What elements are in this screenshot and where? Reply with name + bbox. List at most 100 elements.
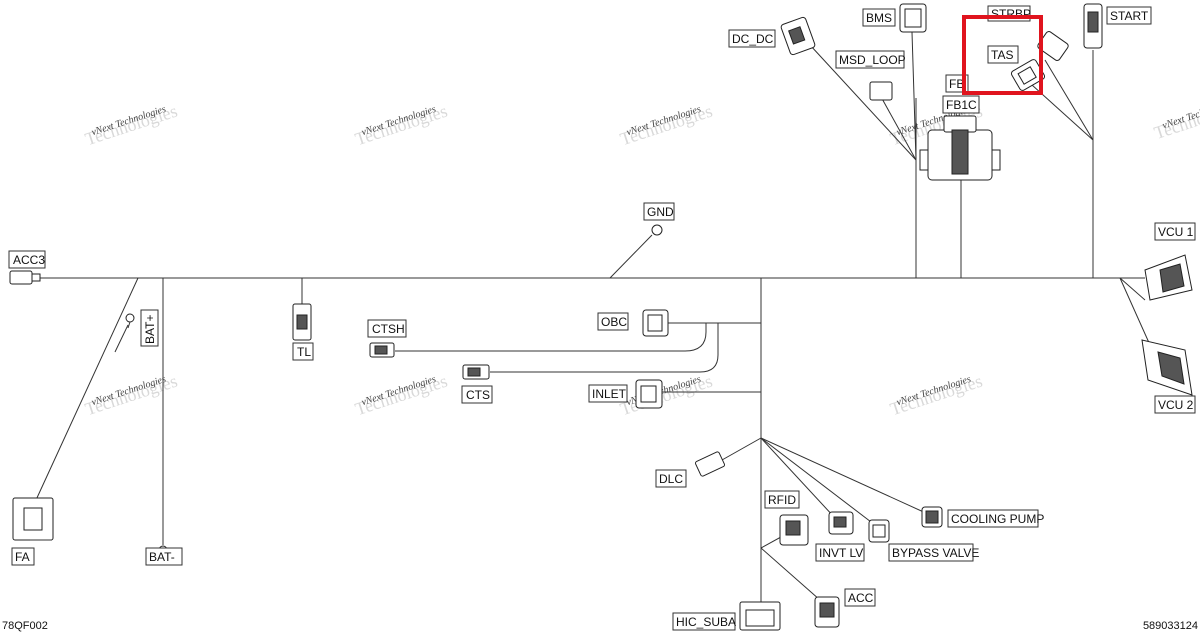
connectors bbox=[9, 3, 1193, 631]
watermark: Technologies vNext Technologies bbox=[83, 371, 180, 420]
label-dc-dc-text: DC_DC bbox=[732, 32, 774, 46]
label-bat-plus: BAT+ bbox=[140, 309, 159, 347]
label-tas-text: TAS bbox=[991, 48, 1013, 62]
watermark: Technologies vNext Technologies bbox=[1152, 94, 1200, 143]
label-fb1c-text: FB1C bbox=[946, 98, 977, 112]
label-acc: ACC bbox=[844, 588, 876, 607]
vcu1-connector-icon bbox=[1144, 254, 1193, 301]
label-bat-plus-text: BAT+ bbox=[143, 315, 157, 344]
label-obc-text: OBC bbox=[601, 315, 627, 329]
bypass-valve-connector-icon bbox=[868, 519, 890, 543]
fb1c-connector-icon bbox=[919, 115, 1001, 181]
highlight-box bbox=[962, 15, 1043, 95]
label-tl-text: TL bbox=[297, 345, 311, 359]
label-dc-dc: DC_DC bbox=[728, 29, 776, 48]
dlc-connector-icon bbox=[694, 451, 726, 477]
watermark-group: Technologies vNext Technologies Technolo… bbox=[83, 94, 1200, 419]
label-bms-text: BMS bbox=[866, 11, 892, 25]
wire-harness bbox=[10, 31, 1151, 605]
msd-loop-wire bbox=[879, 94, 917, 161]
label-rfid-text: RFID bbox=[768, 493, 796, 507]
hic-suba-connector-icon bbox=[739, 601, 781, 631]
label-ctsh-text: CTSH bbox=[372, 322, 405, 336]
bms-wire bbox=[911, 31, 917, 161]
invt-lv-connector-icon bbox=[828, 511, 854, 535]
label-start-text: START bbox=[1110, 9, 1149, 23]
invt-lv-wire bbox=[760, 437, 836, 519]
dc-dc-wire bbox=[809, 44, 917, 161]
tas-connector-icon bbox=[1010, 59, 1046, 91]
cts-connector-icon bbox=[462, 364, 490, 380]
strbp-wire bbox=[1044, 59, 1094, 141]
cooling-pump-wire bbox=[760, 437, 929, 515]
label-bat-minus-text: BAT- bbox=[149, 550, 175, 564]
watermark: Technologies vNext Technologies bbox=[618, 101, 715, 150]
label-vcu1-text: VCU 1 bbox=[1158, 225, 1194, 239]
obc-connector-icon bbox=[642, 309, 669, 337]
gnd-wire bbox=[609, 234, 653, 279]
dlc-wire bbox=[721, 437, 762, 461]
label-cooling-pump: COOLING PUMP bbox=[947, 509, 1044, 528]
acc-wire bbox=[760, 547, 821, 601]
fa-connector-icon bbox=[12, 497, 54, 541]
label-inlet-text: INLET bbox=[592, 387, 627, 401]
label-cts: CTS bbox=[461, 385, 493, 404]
watermark: Technologies vNext Technologies bbox=[83, 101, 180, 150]
diagram-code-left: 78QF002 bbox=[2, 620, 48, 632]
bypass-valve-wire bbox=[760, 437, 876, 526]
bms-connector-icon bbox=[899, 3, 927, 33]
label-dlc: DLC bbox=[655, 469, 687, 488]
watermark: Technologies vNext Technologies bbox=[618, 371, 715, 420]
watermark: Technologies vNext Technologies bbox=[353, 101, 450, 150]
msd-loop-connector-icon bbox=[869, 81, 893, 101]
label-hic-suba: HIC_SUBA bbox=[672, 612, 736, 631]
ctsh-wire bbox=[395, 323, 707, 352]
label-rfid: RFID bbox=[764, 490, 800, 509]
label-cts-text: CTS bbox=[466, 388, 490, 402]
label-fb-text: FB bbox=[949, 77, 964, 91]
label-fa-text: FA bbox=[15, 550, 30, 564]
watermark: Technologies vNext Technologies bbox=[888, 371, 985, 420]
acc-connector-icon bbox=[814, 596, 840, 628]
label-bms: BMS bbox=[862, 8, 896, 27]
start-connector-icon bbox=[1083, 3, 1103, 49]
vcu2-connector-icon bbox=[1141, 339, 1193, 396]
label-bypass-valve-text: BYPASS VALVE bbox=[892, 546, 979, 560]
diagram-code-right: 589033124 bbox=[1142, 620, 1198, 632]
label-acc3: ACC3 bbox=[8, 250, 46, 269]
label-bypass-valve: BYPASS VALVE bbox=[888, 543, 979, 562]
label-start: START bbox=[1106, 6, 1152, 25]
label-msd-loop-text: MSD_LOOP bbox=[839, 53, 906, 67]
label-gnd-text: GND bbox=[647, 205, 674, 219]
labels: ACC3 BAT+ TL CTSH CTS GND OBC INLET bbox=[8, 5, 1196, 631]
label-vcu1: VCU 1 bbox=[1154, 222, 1196, 241]
rfid-connector-icon bbox=[779, 514, 809, 546]
label-fa: FA bbox=[11, 547, 35, 566]
cooling-pump-connector-icon bbox=[921, 506, 943, 528]
label-acc3-text: ACC3 bbox=[13, 253, 45, 267]
ctsh-connector-icon bbox=[369, 342, 395, 358]
cts-wire bbox=[490, 323, 719, 373]
gnd-ring-icon bbox=[651, 224, 663, 236]
label-gnd: GND bbox=[643, 202, 675, 221]
label-invt-lv-text: INVT LV bbox=[819, 546, 863, 560]
vcu2-wire bbox=[1119, 277, 1151, 346]
label-msd-loop: MSD_LOOP bbox=[835, 50, 906, 69]
label-tl: TL bbox=[292, 342, 314, 361]
label-acc-text: ACC bbox=[848, 591, 874, 605]
label-cooling-pump-text: COOLING PUMP bbox=[951, 512, 1044, 526]
label-fb1c: FB1C bbox=[942, 95, 980, 114]
label-ctsh: CTSH bbox=[367, 319, 407, 338]
label-invt-lv: INVT LV bbox=[815, 543, 865, 562]
bat-plus-ring-icon bbox=[125, 313, 135, 329]
acc3-connector-icon bbox=[9, 270, 41, 285]
bat-plus-wire bbox=[114, 324, 129, 353]
watermark: Technologies vNext Technologies bbox=[353, 371, 450, 420]
label-vcu2-text: VCU 2 bbox=[1158, 398, 1194, 412]
label-inlet: INLET bbox=[588, 384, 628, 403]
label-hic-suba-text: HIC_SUBA bbox=[676, 615, 736, 629]
fa-wire bbox=[35, 277, 139, 501]
label-tas: TAS bbox=[987, 45, 1019, 64]
label-bat-minus: BAT- bbox=[145, 547, 183, 566]
